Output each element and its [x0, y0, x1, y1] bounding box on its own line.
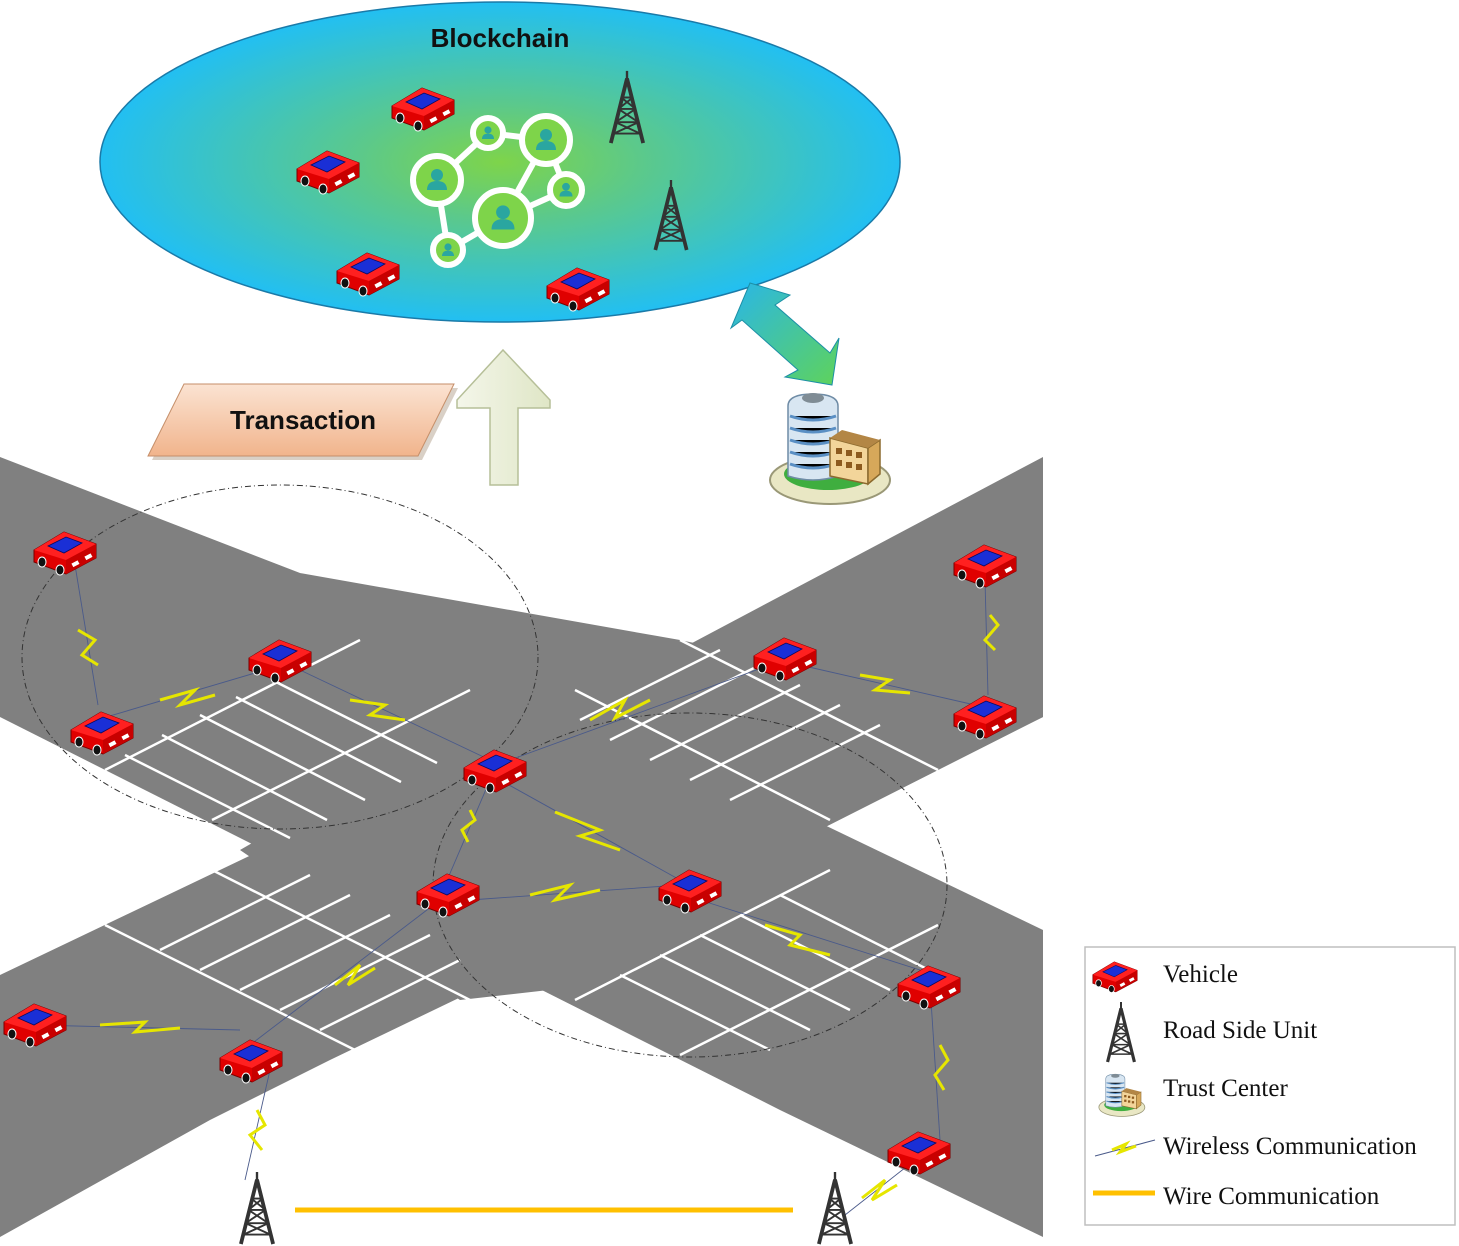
blockchain-network: Blockchain [99, 1, 901, 323]
legend-label-vehicle: Vehicle [1163, 961, 1238, 988]
wireless-links [34, 564, 1000, 1216]
transaction-label: Transaction [147, 383, 458, 460]
rsu-coverage-left [21, 484, 539, 830]
crosswalk-southeast [574, 868, 939, 1057]
blockchain-title: Blockchain [431, 23, 570, 53]
legend-wireless-icon [1094, 1139, 1156, 1157]
crosswalk-northwest [104, 638, 471, 840]
blockchain-ellipse [99, 1, 901, 323]
legend-box [1084, 946, 1456, 1226]
trust-center-icon [768, 391, 892, 506]
transaction-text: Transaction [230, 405, 376, 435]
legend-label-trust-center: Trust Center [1163, 1075, 1288, 1102]
bidirectional-arrow-icon [729, 282, 840, 386]
road-network [0, 457, 1043, 1237]
legend-label-wireless: Wireless Communication [1163, 1133, 1417, 1160]
road-side-unit-icon [238, 1170, 276, 1246]
road-side-unit-icon [816, 1170, 854, 1246]
legend: Vehicle Road Side Unit Trust Center Wire… [1084, 946, 1456, 1226]
crosswalk-northeast [574, 638, 939, 822]
upload-arrow-icon [456, 348, 551, 486]
legend-label-wire: Wire Communication [1163, 1183, 1380, 1210]
legend-label-road-side-unit: Road Side Unit [1163, 1017, 1317, 1044]
